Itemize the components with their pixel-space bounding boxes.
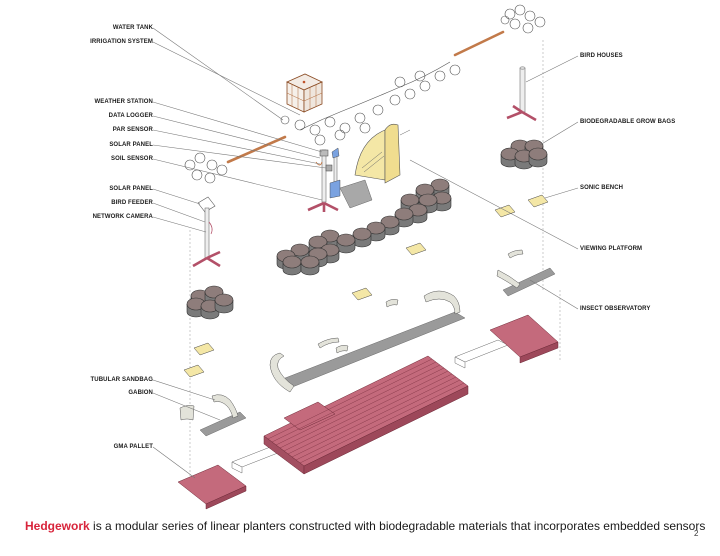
- pallet-slat: [291, 376, 457, 458]
- label-soil-sensor: SOIL SENSOR: [111, 156, 153, 162]
- grow-bag: [430, 178, 450, 192]
- grow-bags-main: [276, 178, 452, 276]
- gabion-right: [502, 267, 556, 297]
- label-viewing-platform: VIEWING PLATFORM: [580, 246, 643, 252]
- label-weather-station: WEATHER STATION: [94, 99, 153, 105]
- irrigation-pipe-top: [453, 30, 505, 57]
- irrigation-coil-top: [500, 4, 546, 34]
- water-tank: [286, 73, 323, 113]
- label-gma-pallet: GMA PALLET: [113, 444, 153, 450]
- sonic-bench: [494, 204, 516, 218]
- gabion-left: [199, 411, 247, 437]
- pallet-slat: [287, 373, 453, 455]
- label-biodegradable-grow-bags: BIODEGRADABLE GROW BAGS: [580, 119, 676, 125]
- soil-sensor: [329, 147, 341, 199]
- label-solar-panel-1: SOLAR PANEL: [109, 142, 153, 148]
- pallet-slat: [279, 367, 445, 449]
- grow-bag: [380, 215, 400, 229]
- camera-pole: [192, 196, 221, 268]
- irrigation-coil-left: [184, 152, 228, 184]
- grow-bag: [336, 233, 356, 247]
- label-solar-panel-2: SOLAR PANEL: [109, 186, 153, 192]
- viewing-platform-deck: [339, 179, 373, 209]
- label-bird-feeder: BIRD FEEDER: [111, 200, 153, 206]
- grow-bag: [214, 293, 234, 307]
- page-number: 2: [694, 529, 699, 538]
- pallet-slats: [267, 358, 465, 464]
- pallet-slat: [283, 370, 449, 452]
- label-bird-houses: BIRD HOUSES: [580, 53, 623, 59]
- grow-bags-right: [500, 139, 548, 170]
- label-sonic-bench: SONIC BENCH: [580, 185, 624, 191]
- label-network-camera: NETWORK CAMERA: [92, 214, 153, 220]
- irrigation-system: [184, 4, 546, 184]
- grow-bag: [366, 221, 386, 235]
- gma-pallet-main: [263, 355, 469, 475]
- pallet-slat: [295, 379, 461, 461]
- label-data-logger: DATA LOGGER: [108, 113, 153, 119]
- caption: Hedgework is a modular series of linear …: [25, 519, 705, 533]
- grow-bag: [352, 227, 372, 241]
- grow-bag: [300, 255, 320, 269]
- label-gabion: GABION: [128, 390, 153, 396]
- pallet-slat: [267, 358, 433, 440]
- insect-observatory: [354, 123, 411, 184]
- sonic-bench: [193, 342, 215, 356]
- pallet-slat: [299, 382, 465, 464]
- weather-station: [307, 149, 339, 212]
- label-insect-observatory: INSECT OBSERVATORY: [580, 306, 651, 312]
- pallet-slat: [271, 361, 437, 443]
- sonic-benches: [183, 194, 549, 378]
- caption-text: is a modular series of linear planters c…: [89, 519, 706, 533]
- pallet-slat: [275, 364, 441, 446]
- label-tubular-sandbag: TUBULAR SANDBAG: [90, 377, 153, 383]
- grow-bag: [282, 255, 302, 269]
- sonic-bench: [527, 194, 549, 208]
- bird-house: [506, 66, 537, 122]
- grow-bag: [290, 243, 310, 257]
- gma-pallet-right: [489, 314, 559, 364]
- tubular-sandbags: [179, 249, 524, 421]
- irrigation-pipe-left: [226, 135, 287, 164]
- gma-pallet-left: [177, 464, 247, 510]
- leader-lines: [152, 27, 579, 479]
- irrigation-coil-mid: [280, 61, 461, 146]
- sonic-bench: [351, 287, 373, 301]
- sonic-bench: [405, 242, 427, 256]
- label-water-tank: WATER TANK: [112, 25, 153, 31]
- label-irrigation-system: IRRIGATION SYSTEM: [90, 39, 153, 45]
- grow-bag: [528, 147, 548, 161]
- sonic-bench: [183, 364, 205, 378]
- caption-brand: Hedgework: [25, 519, 90, 533]
- grow-bag: [418, 193, 438, 207]
- grow-bag: [394, 207, 414, 221]
- grow-bags-left: [186, 285, 234, 320]
- label-par-sensor: PAR SENSOR: [112, 127, 153, 133]
